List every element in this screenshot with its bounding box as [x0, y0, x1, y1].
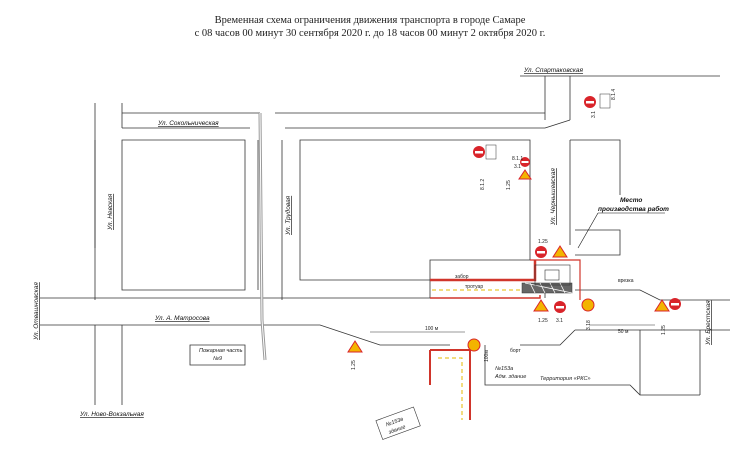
street-brestskaya: Ул. Брестская: [705, 300, 712, 346]
road-network: [40, 75, 730, 405]
map-title: Временная схема ограничения движения тра…: [0, 14, 740, 40]
sign-3-1-bottom: 3.1: [556, 318, 563, 324]
sign-1-25-right: 1.25: [661, 325, 667, 335]
sign-8-1-4: 8.1.4: [611, 89, 617, 100]
sign-3-1-chern: 3.1: [514, 164, 521, 170]
bldg-153v-label-1: №153в: [385, 416, 404, 428]
sign-cluster-work: [347, 245, 681, 353]
title-line-1: Временная схема ограничения движения тра…: [214, 15, 526, 26]
sign-100m: 100м: [484, 350, 490, 362]
sign-1-25-chern: 1.25: [506, 180, 512, 190]
dist-100-label: 100 м: [425, 326, 439, 332]
sign-8-1-2: 8.1.2: [480, 179, 486, 190]
street-trudovaya: Ул. Трудовая: [284, 195, 292, 236]
distance-100: 100 м: [370, 326, 465, 333]
sign-1-25-left: 1.25: [351, 360, 357, 370]
adm-bldg-label: Адм. здание: [494, 374, 526, 380]
zabor-label: забор: [455, 274, 469, 280]
fire-station-label-1: Пожарная часть: [199, 348, 243, 354]
street-nevskaya: Ул. Невская: [107, 193, 114, 231]
distance-50: 50 м: [590, 324, 655, 335]
bldg-153v: №153в здание: [375, 406, 421, 440]
street-sokolnicheskaya: Ул. Сокольническая: [157, 120, 219, 127]
street-spartakovskaya: Ул. Спартаковская: [523, 67, 584, 74]
work-site-leader: [577, 212, 599, 249]
fire-station-label-2: №9: [213, 356, 222, 362]
bldg-153a-label: №153а: [495, 366, 513, 372]
sign-no-entry-chern: [473, 144, 532, 180]
work-site-label-2: производства работ: [598, 205, 669, 213]
title-line-2: с 08 часов 00 минут 30 сентября 2020 г. …: [194, 28, 546, 39]
rks-label: Территория «РКС»: [540, 376, 591, 382]
bort-label: борт: [510, 348, 521, 354]
sign-8-1-1: 8.1.1: [512, 156, 523, 162]
vrezka-label: врезка: [618, 278, 634, 284]
street-chernyshevskaya: Ул. Чернышевская: [550, 168, 557, 226]
sign-3-18: 3.18: [586, 320, 592, 330]
sign-1-25-bottom: 1.25: [538, 318, 548, 324]
work-zone: [429, 259, 581, 420]
dist-50-label: 50 м: [618, 329, 629, 335]
work-site-label-1: Место: [620, 197, 642, 204]
street-otvazhnovskaya: Ул. Отвашновская: [33, 282, 40, 341]
sign-1-25-work: 1.25: [538, 239, 548, 245]
trotuar-label: тротуар: [465, 284, 483, 290]
street-novo-vokzalnaya: Ул. Ново-Вокзальная: [79, 411, 144, 418]
street-matrosova: Ул. А. Матросова: [154, 315, 210, 322]
sign-no-entry-top: [584, 93, 611, 109]
sign-3-1-top: 3.1: [591, 111, 597, 118]
